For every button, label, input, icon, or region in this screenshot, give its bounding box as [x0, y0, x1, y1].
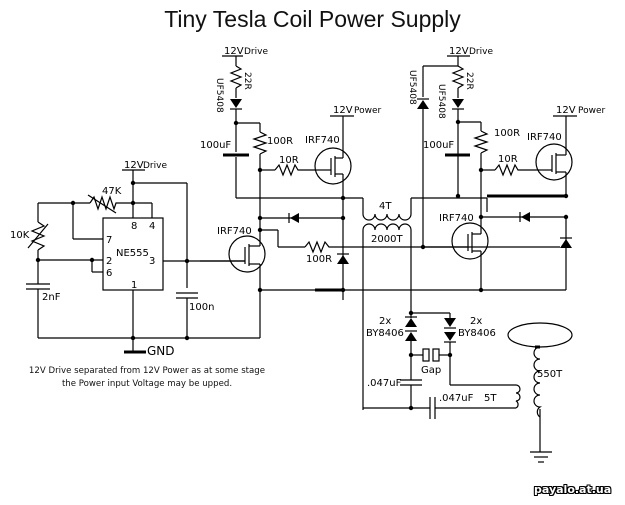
left-by8406-label: BY8406 — [366, 328, 404, 339]
spark-gap: Gap — [411, 348, 450, 376]
r47k-label: 47K — [102, 186, 122, 197]
left-low-network: 100R — [257, 213, 560, 265]
left-r10-label: 10R — [279, 155, 299, 166]
pin-7-label: 7 — [106, 235, 112, 246]
left-high-irf740-label: IRF740 — [305, 135, 340, 146]
right-low-network — [478, 212, 572, 291]
left-r22-label: 22R — [242, 72, 252, 90]
capacitor-100n: 100n — [163, 258, 245, 338]
left-by-count-label: 2x — [379, 316, 391, 327]
capacitor-2nf: 2nF — [26, 260, 61, 338]
transformer-4t-label: 4T — [379, 201, 392, 212]
primary-5t-label: 5T — [484, 393, 497, 404]
c047-vertical-label: .047uF — [367, 378, 402, 389]
right-low-mosfet: IRF740 — [423, 198, 489, 293]
left-r100-label: 100R — [267, 136, 293, 147]
left-power-label: Power — [354, 106, 382, 116]
right-gate-driver: 12V Drive 22R UF5408 UF5408 100R 100uF 1… — [407, 46, 536, 250]
right-c100uf-label: 100uF — [423, 140, 454, 151]
left-drive-label: Drive — [244, 47, 268, 57]
pin-1-label: 1 — [131, 280, 137, 291]
c047-horizontal-label: .047uF — [439, 393, 474, 404]
right-r10-label: 10R — [498, 154, 518, 165]
diagram-title: Tiny Tesla Coil Power Supply — [164, 6, 461, 32]
left-low-r100-label: 100R — [306, 254, 332, 265]
right-high-mosfet: 12V Power IRF740 — [487, 105, 606, 199]
tesla-coil: 5T 550T — [484, 322, 573, 463]
right-r100-label: 100R — [494, 128, 520, 139]
left-high-mosfet: 12V Power IRF740 — [305, 105, 382, 300]
vcc-label: 12V — [124, 160, 144, 171]
left-vpower-label: 12V — [333, 105, 353, 116]
primary-capacitors: .047uF .047uF — [363, 355, 516, 419]
transformer: 4T 2000T — [343, 197, 487, 410]
right-high-irf740-label: IRF740 — [527, 132, 562, 143]
ne555-timer: NE555 8 4 7 2 6 3 1 — [102, 217, 164, 291]
left-uf5408-label: UF5408 — [214, 78, 224, 113]
right-drive-label: Drive — [469, 47, 493, 57]
right-uf5408b-label: UF5408 — [407, 70, 417, 105]
r10k-label: 10K — [10, 230, 30, 241]
right-low-irf740-label: IRF740 — [439, 213, 474, 224]
resistor-10k: 10K — [10, 203, 103, 273]
left-vcc-label: 12V — [224, 46, 244, 57]
watermark: payalo.at.ua — [534, 483, 612, 496]
ne555-label: NE555 — [116, 248, 149, 259]
left-c100uf-label: 100uF — [200, 140, 231, 151]
vcc-drive-555: 12V Drive — [122, 160, 188, 288]
note-text: 12V Drive separated from 12V Power as at… — [28, 366, 266, 389]
right-r22-label: 22R — [464, 72, 474, 90]
c2nf-label: 2nF — [42, 292, 61, 303]
right-by8406-label: BY8406 — [458, 328, 496, 339]
left-gate-driver: 12V Drive 22R UF5408 100R 100uF 10R — [200, 46, 342, 210]
pin-2-label: 2 — [106, 256, 112, 267]
transformer-2000t-label: 2000T — [371, 234, 403, 245]
gap-label: Gap — [421, 365, 441, 376]
drive-label: Drive — [143, 161, 167, 171]
right-by-count-label: 2x — [470, 316, 482, 327]
gnd-label: GND — [147, 344, 175, 358]
right-vcc-label: 12V — [449, 46, 469, 57]
right-uf5408-label: UF5408 — [436, 84, 446, 119]
c100n-label: 100n — [189, 302, 214, 313]
pin-4-label: 4 — [149, 221, 155, 232]
ground-bus — [38, 290, 261, 354]
secondary-550t-label: 550T — [537, 369, 563, 380]
pin-8-label: 8 — [131, 221, 137, 232]
left-low-irf740-label: IRF740 — [217, 226, 252, 237]
right-vpower-label: 12V — [556, 105, 576, 116]
pin-3-label: 3 — [149, 256, 155, 267]
right-power-label: Power — [578, 106, 606, 116]
resistor-47k: 47K — [38, 186, 133, 240]
pin-6-label: 6 — [106, 268, 112, 279]
left-low-mosfet: IRF740 — [200, 210, 487, 293]
hv-rectifier: 2x BY8406 2x BY8406 — [366, 310, 496, 385]
